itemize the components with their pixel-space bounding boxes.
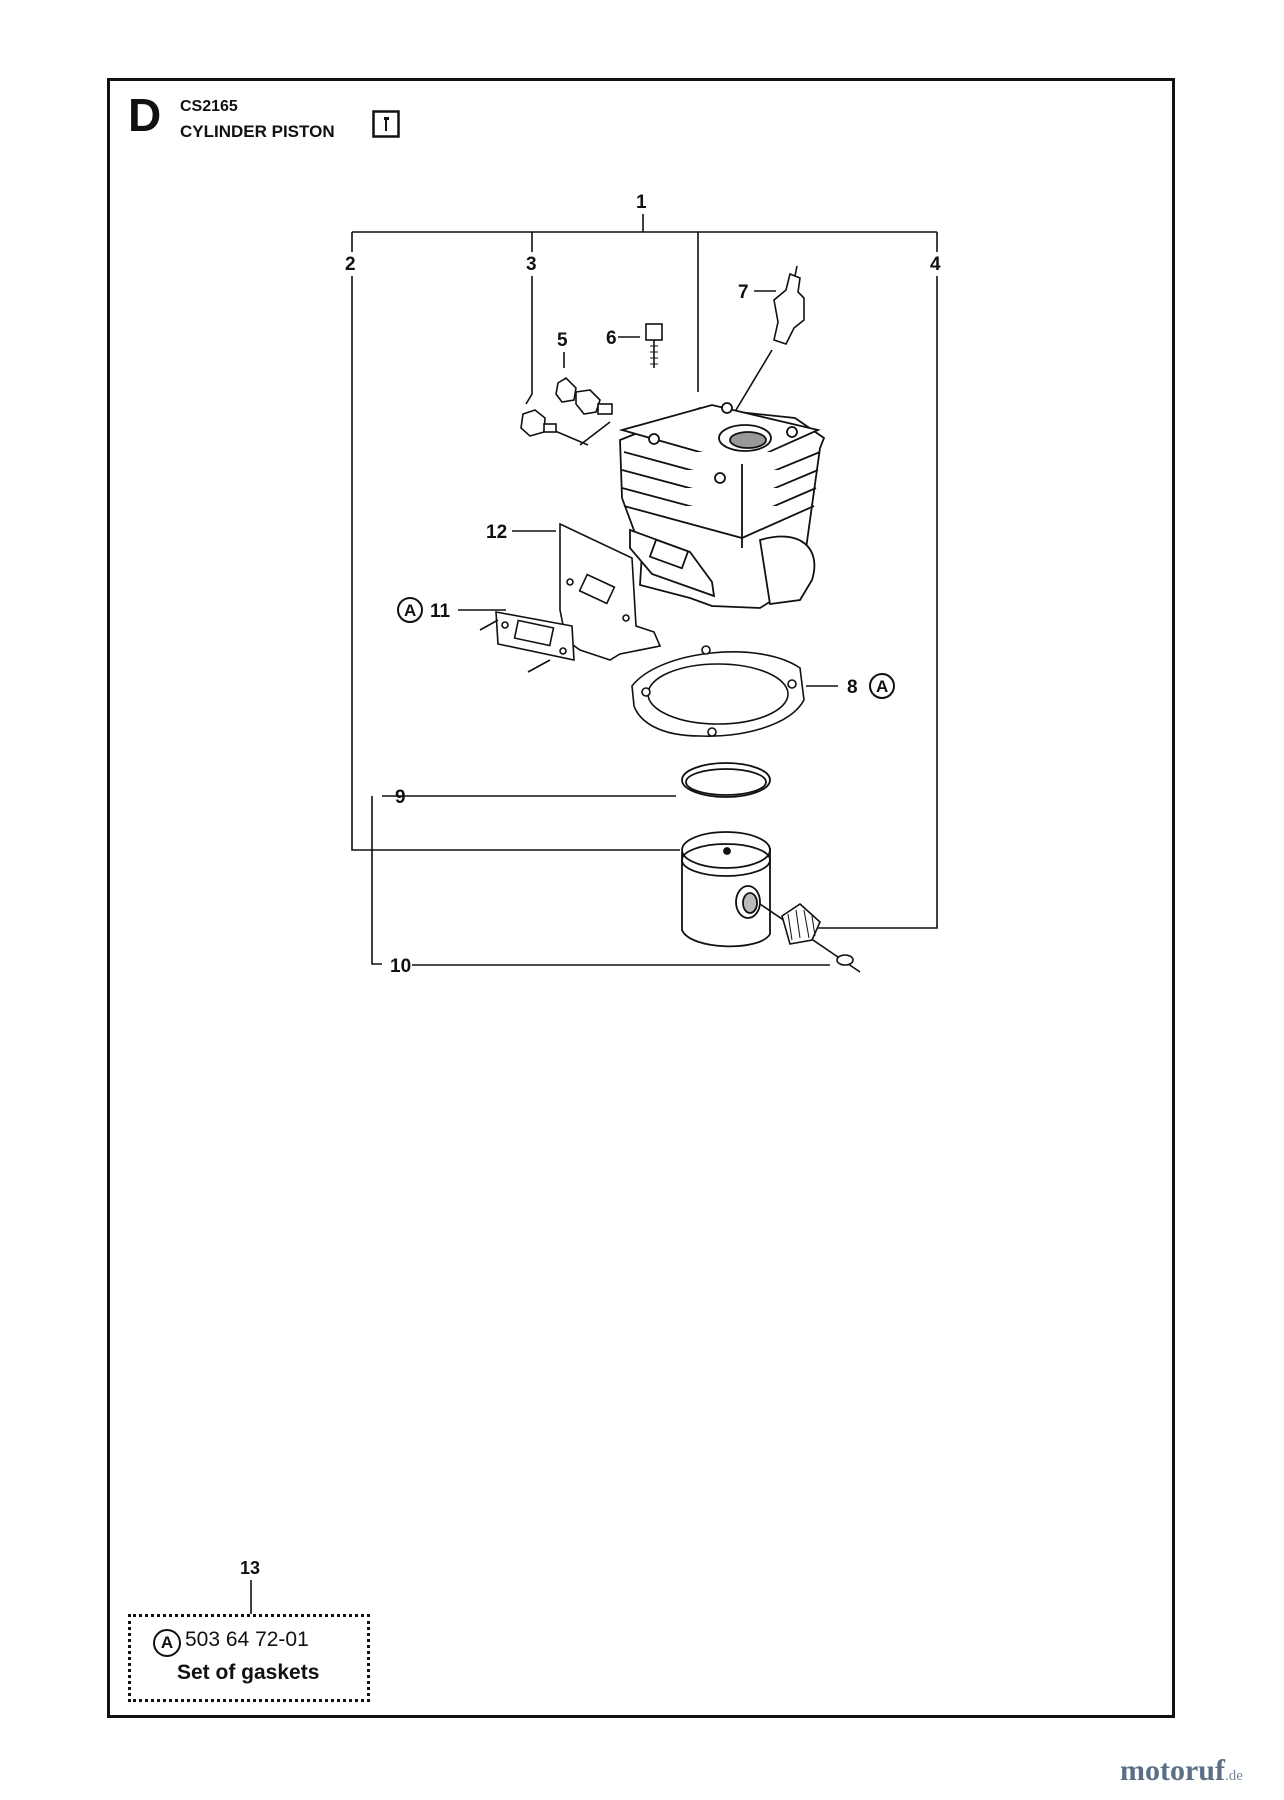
callout-12: 12	[486, 522, 507, 543]
gasket-kit-box: A 503 64 72-01 Set of gaskets	[128, 1614, 370, 1702]
callout-7: 7	[738, 282, 749, 303]
kit-description: Set of gaskets	[177, 1661, 320, 1684]
leader-lines	[351, 214, 938, 966]
piston	[681, 831, 771, 948]
gasket-badge-circle-8	[869, 673, 895, 699]
callout-2: 2	[345, 254, 356, 275]
gasket-badge-circle-11	[397, 597, 423, 623]
diagram-frame	[107, 78, 1175, 1718]
section-title: CYLINDER PISTON	[180, 122, 335, 141]
piston-pin-bearing	[759, 902, 861, 973]
model-number: CS2165	[180, 98, 238, 115]
watermark: motoruf.de	[1120, 1754, 1243, 1788]
piston-ring	[681, 762, 771, 798]
callout-10: 10	[390, 956, 411, 977]
kit-callout-13: 13	[240, 1558, 261, 1578]
callout-6: 6	[606, 328, 617, 349]
watermark-tld: .de	[1224, 1768, 1243, 1784]
exhaust-gasket	[479, 611, 575, 673]
gasket-badge-11: A	[404, 601, 416, 620]
gasket-badge-8: A	[876, 677, 888, 696]
kit-part-number: 503 64 72-01	[185, 1628, 309, 1651]
callout-1: 1	[636, 192, 647, 213]
wrench-book-icon	[372, 110, 400, 138]
kit-badge: A	[153, 1629, 181, 1657]
callout-3: 3	[526, 254, 537, 275]
callout-4: 4	[930, 254, 941, 275]
base-gasket	[631, 645, 805, 737]
spark-plug	[773, 265, 805, 345]
callout-5: 5	[557, 330, 568, 351]
callout-11: 11	[430, 601, 451, 622]
watermark-brand: motoruf	[1120, 1754, 1225, 1787]
section-letter: D	[128, 89, 162, 141]
cylinder	[618, 402, 826, 609]
fittings	[520, 323, 663, 437]
callout-9: 9	[395, 787, 406, 808]
callout-8: 8	[847, 677, 858, 698]
